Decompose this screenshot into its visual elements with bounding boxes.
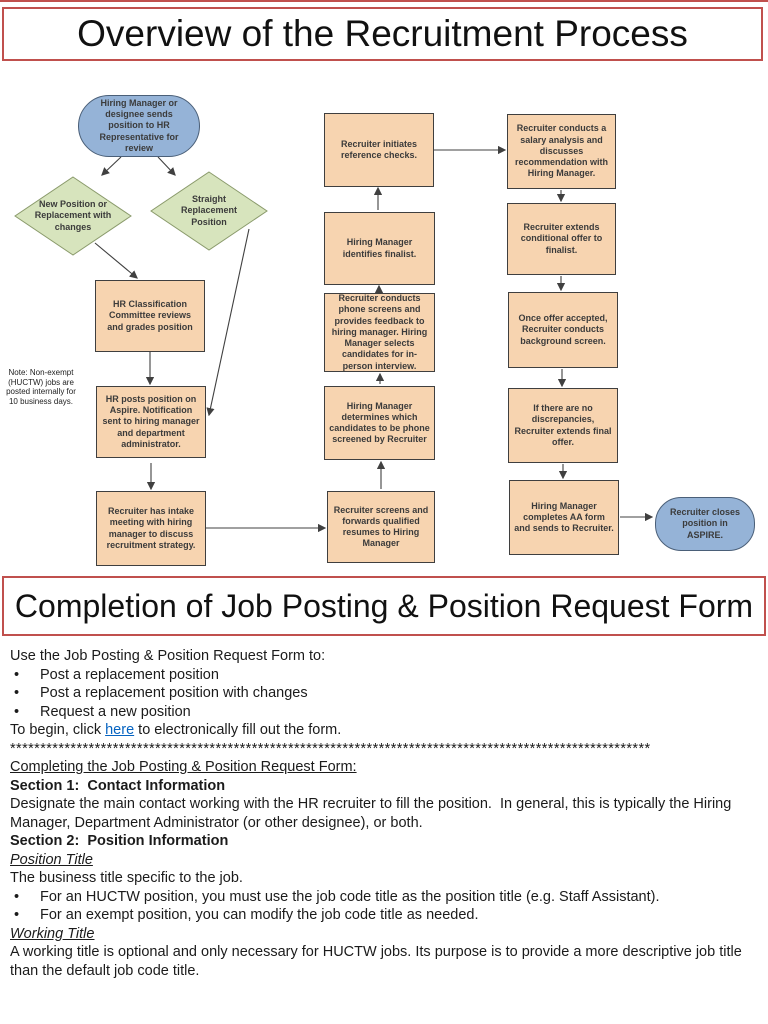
flow-node-hr-classification: HR Classification Committee reviews and … [95,280,205,352]
begin-suffix: to electronically fill out the form. [134,722,342,738]
position-title-body: The business title specific to the job. [10,870,243,886]
flow-node-conditional-offer: Recruiter extends conditional offer to f… [507,203,616,275]
list-item-text: For an HUCTW position, you must use the … [40,888,660,905]
section1-heading: Section 1: Contact Information [10,777,226,794]
flow-node-phone-screens: Recruiter conducts phone screens and pro… [324,293,435,372]
bullet-icon: • [14,907,20,923]
flow-node-label: Recruiter closes position in ASPIRE. [669,507,741,540]
list-item-text: Post a replacement position [40,666,219,683]
begin-prefix: To begin, click [10,722,106,738]
flow-node-label: Hiring Manager determines which candidat… [329,400,430,445]
flow-node-label: Recruiter screens and forwards qualified… [333,504,429,549]
flow-node-label: If there are no discrepancies, Recruiter… [514,403,612,447]
arrow-new-position-to-hr-classification [94,242,138,279]
body-text: Use the Job Posting & Position Request F… [10,647,758,980]
flow-node-label: Recruiter extends conditional offer to f… [520,222,603,255]
huctw-posting-note: Note: Non-exempt (HUCTW) jobs are posted… [6,368,76,406]
completion-title-banner: Completion of Job Posting & Position Req… [2,576,766,636]
bullet-icon: • [14,888,20,905]
list-item-text: Request a new position [40,703,191,720]
list-item: • For an HUCTW position, you must use th… [10,888,758,907]
flow-node-final-offer: If there are no discrepancies, Recruiter… [508,388,618,463]
flow-node-label: Recruiter conducts phone screens and pro… [331,293,428,371]
here-link[interactable]: here [105,722,135,738]
begin-line: To begin, click here to electronically f… [10,721,758,740]
list-item: • Request a new position [10,703,758,722]
flow-node-salary-analysis: Recruiter conducts a salary analysis and… [507,114,616,189]
list-item: • Post a replacement position with chang… [10,684,758,703]
recruitment-flowchart: Hiring Manager or designee sends positio… [0,80,768,577]
asterisk-divider: ****************************************… [10,740,651,757]
diamond-shape [150,171,268,251]
flow-node-label: Recruiter conducts a salary analysis and… [514,123,608,179]
section2-heading: Section 2: Position Information [10,833,229,849]
section1-body: Designate the main contact working with … [10,796,736,831]
flow-node-label: HR Classification Committee reviews and … [107,299,193,332]
overview-title-banner: Overview of the Recruitment Process [2,7,763,61]
arrow-straight-replacement-to-hr-posts [206,228,250,417]
flow-node-label: HR posts position on Aspire. Notificatio… [102,393,200,449]
flow-node-identifies-finalist: Hiring Manager identifies finalist. [324,212,435,285]
flow-node-label: Hiring Manager completes AA form and sen… [514,500,614,534]
top-red-rule [0,0,768,2]
list-item-text: Post a replacement position with changes [40,685,308,701]
flow-node-new-position: New Position or Replacement with changes [14,176,132,256]
flow-node-straight-replacement: Straight Replacement Position [150,171,268,251]
section-title: Completion of Job Posting & Position Req… [14,587,754,624]
position-title-heading: Position Title [10,851,93,868]
flow-node-label: Straight Replacement Position [180,194,238,227]
bullet-icon: • [14,685,20,701]
flow-node-hr-posts: HR posts position on Aspire. Notificatio… [96,386,206,458]
bullet-icon: • [14,666,20,683]
page-title: Overview of the Recruitment Process [77,13,688,54]
flow-node-reference-checks: Recruiter initiates reference checks. [324,113,434,187]
flow-node-background-screen: Once offer accepted, Recruiter conducts … [508,292,618,368]
list-item-text: For an exempt position, you can modify t… [40,907,479,923]
list-item: • For an exempt position, you can modify… [10,906,758,925]
flow-node-end: Recruiter closes position in ASPIRE. [655,497,755,551]
flow-node-label: Hiring Manager or designee sends positio… [99,97,179,153]
flow-node-label: Once offer accepted, Recruiter conducts … [518,313,608,346]
working-title-heading: Working Title [10,925,95,942]
arrow-start-to-new-position [101,156,122,176]
flow-node-label: Recruiter has intake meeting with hiring… [106,506,196,550]
flow-node-label: Hiring Manager identifies finalist. [342,237,417,259]
list-item: • Post a replacement position [10,666,758,685]
flow-node-aa-form: Hiring Manager completes AA form and sen… [509,480,619,555]
flow-node-screens-resumes: Recruiter screens and forwards qualified… [327,491,435,563]
intro-line: Use the Job Posting & Position Request F… [10,648,326,664]
flow-node-determines-candidates: Hiring Manager determines which candidat… [324,386,435,460]
flow-node-intake-meeting: Recruiter has intake meeting with hiring… [96,491,206,566]
working-title-body: A working title is optional and only nec… [10,944,746,979]
bullet-icon: • [14,703,20,720]
diamond-shape [14,176,132,256]
flow-node-label: New Position or Replacement with changes [34,199,112,232]
arrow-start-to-straight-replacement [157,156,176,176]
flow-node-start: Hiring Manager or designee sends positio… [78,95,200,157]
flow-connectors [94,145,654,533]
flow-node-label: Recruiter initiates reference checks. [340,138,418,160]
completing-heading: Completing the Job Posting & Position Re… [10,759,357,775]
